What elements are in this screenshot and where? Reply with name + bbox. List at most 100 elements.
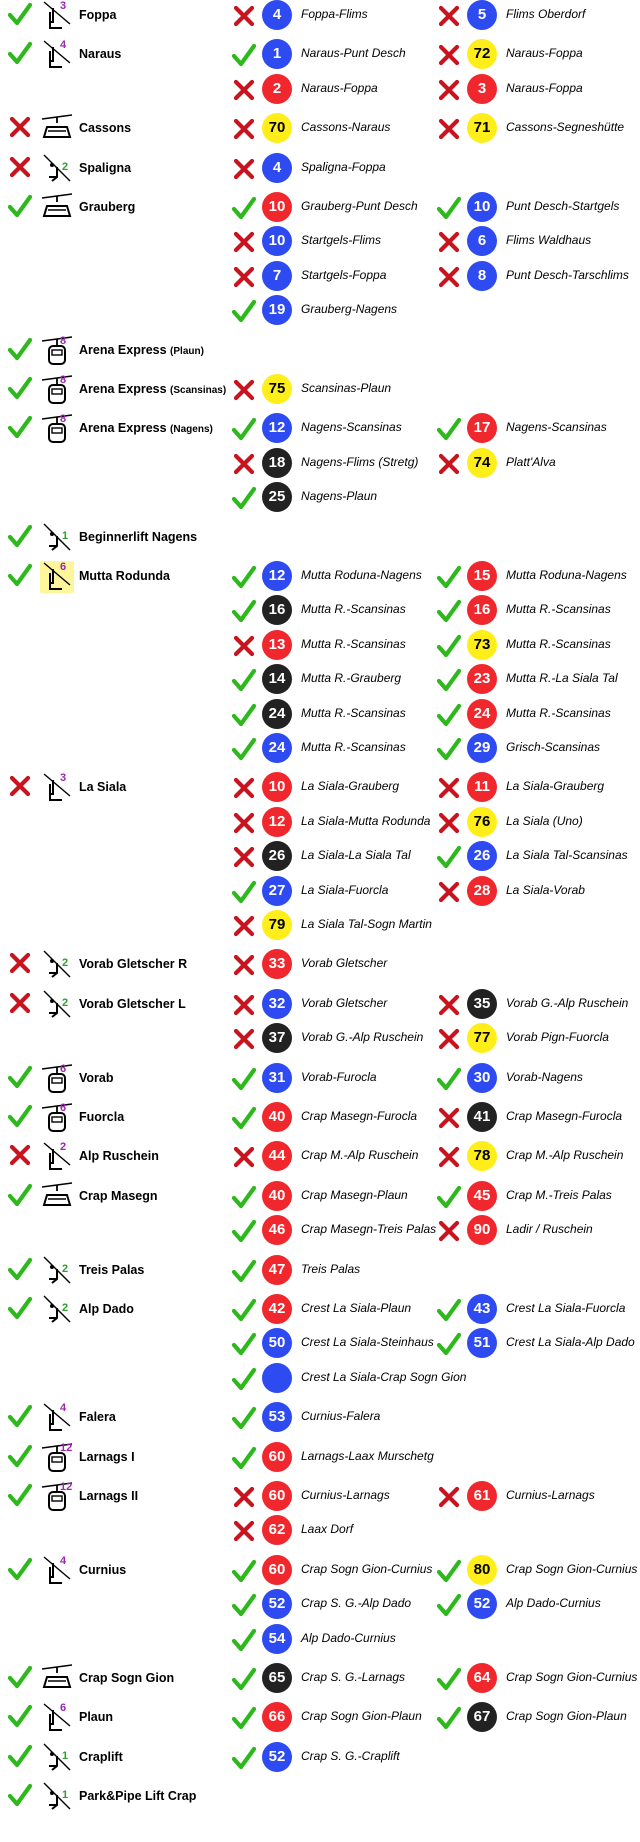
lift-capacity: 6 bbox=[60, 1062, 67, 1075]
lift-name-sub: (Nagens) bbox=[170, 424, 213, 436]
draglift-icon bbox=[40, 522, 74, 554]
chairlift-icon bbox=[40, 1141, 74, 1173]
run-name: Crest La Siala-Steinhaus bbox=[301, 1335, 434, 1350]
run-name: La Siala-Mutta Rodunda bbox=[301, 813, 431, 828]
run-number-badge: 16 bbox=[467, 595, 497, 626]
run-name: Mutta R.-Scansinas bbox=[506, 636, 611, 651]
run-number-badge: 6 bbox=[467, 226, 497, 257]
open-check-icon bbox=[7, 1065, 34, 1091]
run-number-badge: 75 bbox=[262, 374, 292, 404]
aerial-tram-icon bbox=[40, 1663, 74, 1695]
run-name: Nagens-Flims (Stretg) bbox=[301, 454, 419, 469]
open-check-icon bbox=[7, 563, 34, 589]
gondola-icon bbox=[40, 413, 74, 445]
lift-capacity: 4 bbox=[60, 1402, 67, 1415]
run-name: La Siala-Grauberg bbox=[506, 779, 605, 794]
run-name: Startgels-Flims bbox=[301, 233, 382, 248]
lift-capacity: 2 bbox=[62, 160, 69, 173]
open-check-icon bbox=[7, 1483, 34, 1509]
open-check-icon bbox=[231, 1667, 257, 1691]
run-number-badge: 74 bbox=[467, 447, 497, 478]
run-name: Vorab G.-Alp Ruschein bbox=[301, 1030, 424, 1045]
lift-capacity: 12 bbox=[60, 1441, 73, 1454]
run-number-badge: 76 bbox=[467, 806, 497, 837]
run-name: Flims Waldhaus bbox=[506, 233, 592, 248]
run-name: Mutta R.-Grauberg bbox=[301, 671, 402, 686]
lift-row: Grauberg bbox=[0, 192, 230, 228]
closed-x-icon bbox=[232, 776, 256, 800]
gondola-icon bbox=[40, 374, 74, 406]
run-name: Cassons-Naraus bbox=[301, 120, 391, 135]
open-check-icon bbox=[436, 599, 462, 623]
run-name: Alp Dado-Curnius bbox=[506, 1596, 601, 1611]
open-check-icon bbox=[7, 1744, 34, 1770]
run-name: Crap Sogn Gion-Plaun bbox=[506, 1709, 627, 1724]
lift-capacity: 6 bbox=[60, 1102, 67, 1114]
lift-name-text: Arena Express bbox=[79, 382, 167, 396]
lift-name: Park&Pipe Lift Crap bbox=[79, 1789, 196, 1803]
open-check-icon bbox=[436, 1332, 462, 1356]
run-name: Grauberg-Nagens bbox=[301, 302, 398, 317]
run-number-badge: 66 bbox=[262, 1702, 292, 1733]
lift-name: Mutta Rodunda bbox=[79, 569, 170, 583]
chairlift-icon bbox=[40, 1402, 74, 1434]
open-check-icon bbox=[436, 565, 462, 589]
run-name: Punt Desch-Startgels bbox=[506, 199, 620, 213]
lift-name: Vorab Gletscher L bbox=[79, 997, 186, 1011]
run-number-badge: 64 bbox=[467, 1663, 497, 1693]
lift-name: Arena Express (Nagens) bbox=[79, 421, 213, 435]
open-check-icon bbox=[231, 1367, 257, 1391]
open-check-icon bbox=[7, 1665, 34, 1691]
open-check-icon bbox=[7, 1296, 34, 1322]
chairlift-icon bbox=[40, 0, 74, 32]
run-name: Crap Masegn-Furocla bbox=[301, 1109, 418, 1123]
open-check-icon bbox=[7, 1783, 34, 1809]
open-check-icon bbox=[231, 1259, 257, 1283]
lift-name: Larnags II bbox=[79, 1489, 138, 1503]
run-name: La Siala-Fuorcla bbox=[301, 882, 389, 897]
open-check-icon bbox=[7, 524, 34, 550]
run-number-badge: 10 bbox=[262, 192, 292, 222]
run-number-badge: 78 bbox=[467, 1141, 497, 1172]
closed-x-icon bbox=[437, 993, 461, 1017]
run-name: La Siala-La Siala Tal bbox=[301, 848, 411, 863]
run-number-badge: 72 bbox=[467, 39, 497, 70]
run-number-badge: 4 bbox=[262, 0, 292, 30]
open-check-icon bbox=[436, 703, 462, 727]
closed-x-icon bbox=[8, 1143, 34, 1169]
run-number-badge: 52 bbox=[467, 1589, 497, 1620]
closed-x-icon bbox=[437, 1145, 461, 1169]
lift-name-text: Curnius bbox=[79, 1562, 127, 1577]
open-check-icon bbox=[231, 880, 257, 904]
lift-name: Craplift bbox=[79, 1750, 123, 1764]
run-number-badge: 52 bbox=[262, 1741, 292, 1772]
open-check-icon bbox=[7, 337, 34, 363]
lift-name: Arena Express (Plaun) bbox=[79, 343, 204, 357]
lift-capacity: 2 bbox=[62, 1262, 69, 1275]
lift-capacity: 8 bbox=[60, 413, 67, 426]
chairlift-icon bbox=[40, 1702, 74, 1734]
open-check-icon bbox=[436, 668, 462, 692]
open-check-icon bbox=[7, 41, 34, 67]
